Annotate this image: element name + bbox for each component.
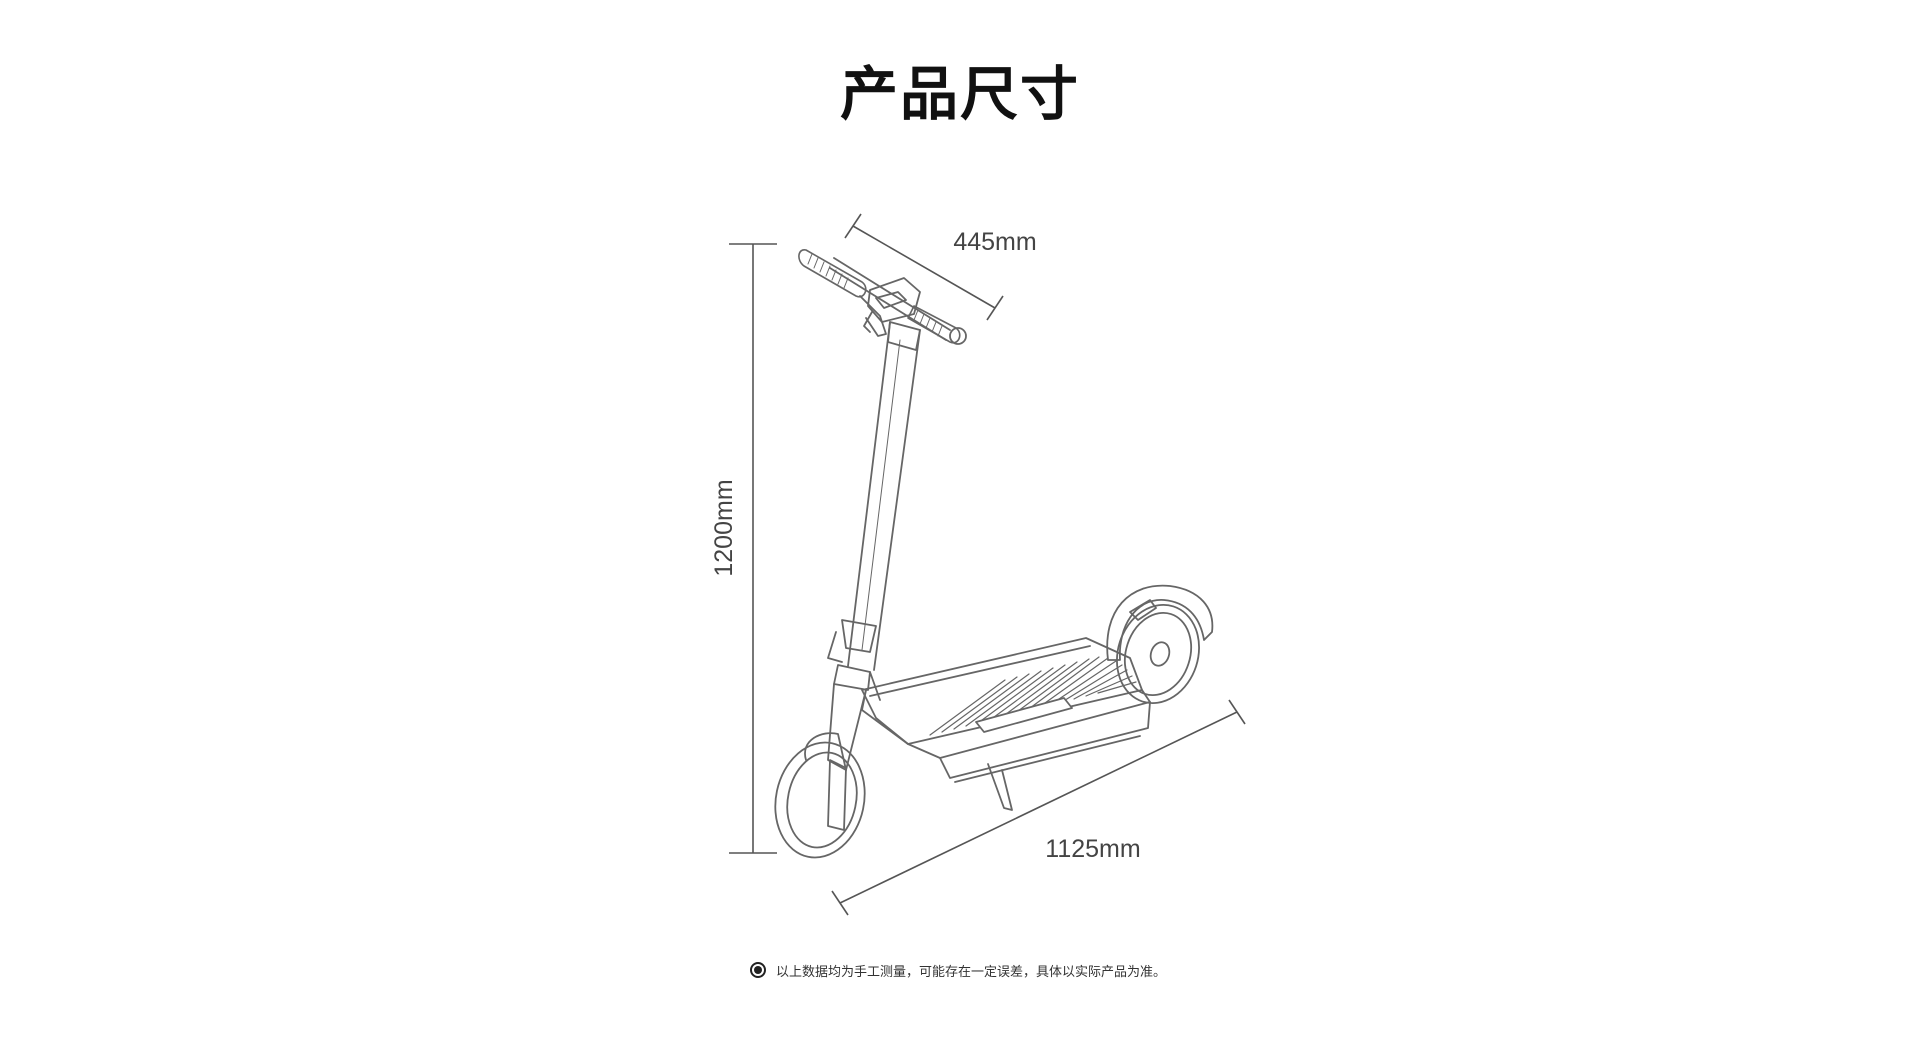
length-label: 1125mm — [1045, 835, 1140, 863]
stem — [827, 321, 921, 691]
frame-neck — [861, 671, 909, 745]
rear-fender — [1106, 584, 1214, 661]
radio-dot-icon — [750, 962, 766, 978]
width-label: 445mm — [953, 228, 1036, 256]
deck — [861, 637, 1151, 783]
length-dimension — [831, 699, 1246, 916]
footnote-text: 以上数据均为手工测量，可能存在一定误差，具体以实际产品为准。 — [776, 964, 1167, 980]
scooter-illustration — [774, 249, 1214, 859]
front-wheel — [774, 683, 867, 859]
height-dimension — [729, 243, 777, 854]
height-label: 1200mm — [710, 479, 738, 576]
page-title: 产品尺寸 — [839, 60, 1080, 128]
kickstand — [987, 763, 1013, 811]
handlebar — [798, 249, 967, 351]
footnote: 以上数据均为手工测量，可能存在一定误差，具体以实际产品为准。 — [750, 958, 1166, 982]
width-dimension — [844, 213, 1004, 321]
